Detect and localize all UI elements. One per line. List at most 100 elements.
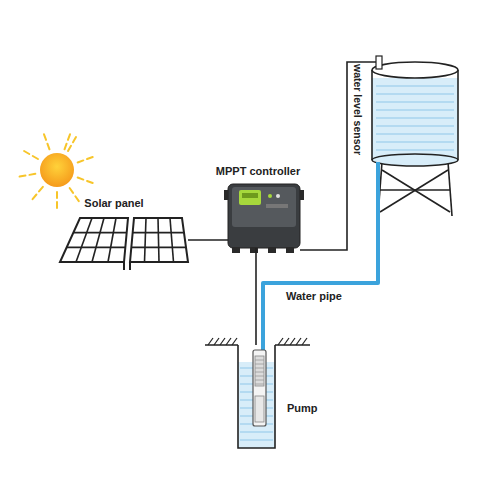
water-tank	[382, 170, 450, 212]
sun	[33, 187, 43, 199]
water-tank	[376, 109, 454, 110]
pump-graphic	[253, 350, 266, 426]
node-label: Solar panel	[84, 197, 143, 210]
water-tank	[372, 154, 458, 166]
water-tank	[378, 162, 452, 216]
well	[290, 338, 295, 345]
water-tank	[372, 70, 458, 160]
solar-panel-graphic	[108, 218, 116, 262]
water-tank	[448, 162, 452, 216]
well	[302, 338, 307, 345]
well	[278, 338, 283, 345]
pump-graphic	[255, 372, 264, 373]
water-tank	[372, 78, 458, 160]
well	[296, 338, 301, 345]
pump-graphic	[255, 396, 264, 422]
wire	[188, 239, 228, 241]
controller-graphic	[300, 190, 304, 200]
solar-panel-graphic	[60, 218, 188, 270]
well	[220, 338, 225, 345]
sensor-wire	[300, 62, 376, 250]
controller-graphic	[268, 247, 276, 253]
well	[240, 431, 273, 432]
pump-graphic	[255, 384, 264, 385]
pump-graphic	[253, 350, 266, 426]
sun	[56, 192, 58, 208]
well	[232, 338, 237, 345]
controller-graphic	[268, 194, 272, 198]
well	[284, 338, 289, 345]
water-tank	[372, 62, 458, 78]
water-tank	[376, 93, 454, 94]
water-tank	[376, 85, 454, 86]
sun	[70, 188, 79, 201]
solar-panel-graphic	[92, 218, 104, 262]
water-tank	[376, 117, 454, 118]
solar-panel-graphic	[67, 247, 126, 249]
water-tank	[376, 86, 454, 150]
solar-panel-graphic	[130, 218, 188, 262]
water-tank	[376, 141, 454, 142]
water-tank	[376, 56, 382, 69]
well	[240, 439, 273, 440]
solar-panel-graphic	[158, 218, 159, 262]
solar-panel-graphic	[76, 218, 92, 262]
sun	[65, 134, 70, 149]
water-tank	[380, 170, 448, 212]
pump-graphic	[255, 356, 264, 386]
water-tank	[376, 101, 454, 102]
mppt-controller: MPPT controller	[228, 184, 300, 248]
controller-graphic	[224, 190, 228, 200]
solar-panel-graphic	[123, 262, 125, 270]
pump-graphic	[255, 364, 264, 365]
controller-graphic	[242, 193, 258, 198]
sensor-wire	[300, 62, 376, 250]
controller-graphic	[228, 184, 300, 248]
water-tank	[372, 56, 458, 216]
solar-panel-graphic	[67, 218, 186, 262]
pump-graphic	[255, 360, 264, 361]
water-tank	[457, 70, 459, 160]
sun	[44, 134, 49, 149]
controller-graphic	[286, 247, 294, 253]
pump-graphic	[255, 376, 264, 377]
water-pipe	[263, 162, 378, 352]
water-tank	[376, 133, 454, 134]
controller-graphic	[224, 184, 304, 253]
solar-panel-graphic	[131, 247, 186, 249]
water-tank	[376, 125, 454, 126]
water-pipe	[263, 162, 378, 352]
solar-panel-graphic	[145, 218, 147, 262]
well	[214, 338, 219, 345]
controller-graphic	[239, 190, 261, 205]
controller-graphic	[266, 204, 288, 208]
sun	[20, 134, 93, 208]
sensor-label: water level sensor	[351, 64, 364, 155]
pump-graphic	[255, 380, 264, 381]
pump: Pump	[238, 345, 275, 448]
water-tank	[380, 189, 450, 191]
pump-graphic	[255, 360, 264, 384]
well	[238, 345, 275, 448]
well	[208, 338, 307, 345]
sun	[24, 151, 38, 159]
controller-graphic	[276, 194, 280, 198]
node-label: MPPT controller	[216, 165, 300, 178]
node-label: Pump	[287, 402, 318, 415]
wire	[255, 248, 257, 345]
solar-panel-graphic	[133, 232, 184, 234]
solar-panel-graphic	[73, 232, 126, 234]
sun	[20, 134, 93, 208]
controller-graphic	[232, 247, 240, 253]
sun	[78, 157, 93, 162]
solar-panel-graphic	[60, 218, 128, 262]
sun	[20, 174, 36, 177]
controller-graphic	[232, 187, 296, 227]
sun	[40, 153, 74, 187]
pipe-label: Water pipe	[286, 290, 342, 303]
pump-graphic	[255, 368, 264, 369]
solar-panel-graphic	[129, 262, 131, 270]
solar-panel: Solar panel	[60, 216, 188, 262]
